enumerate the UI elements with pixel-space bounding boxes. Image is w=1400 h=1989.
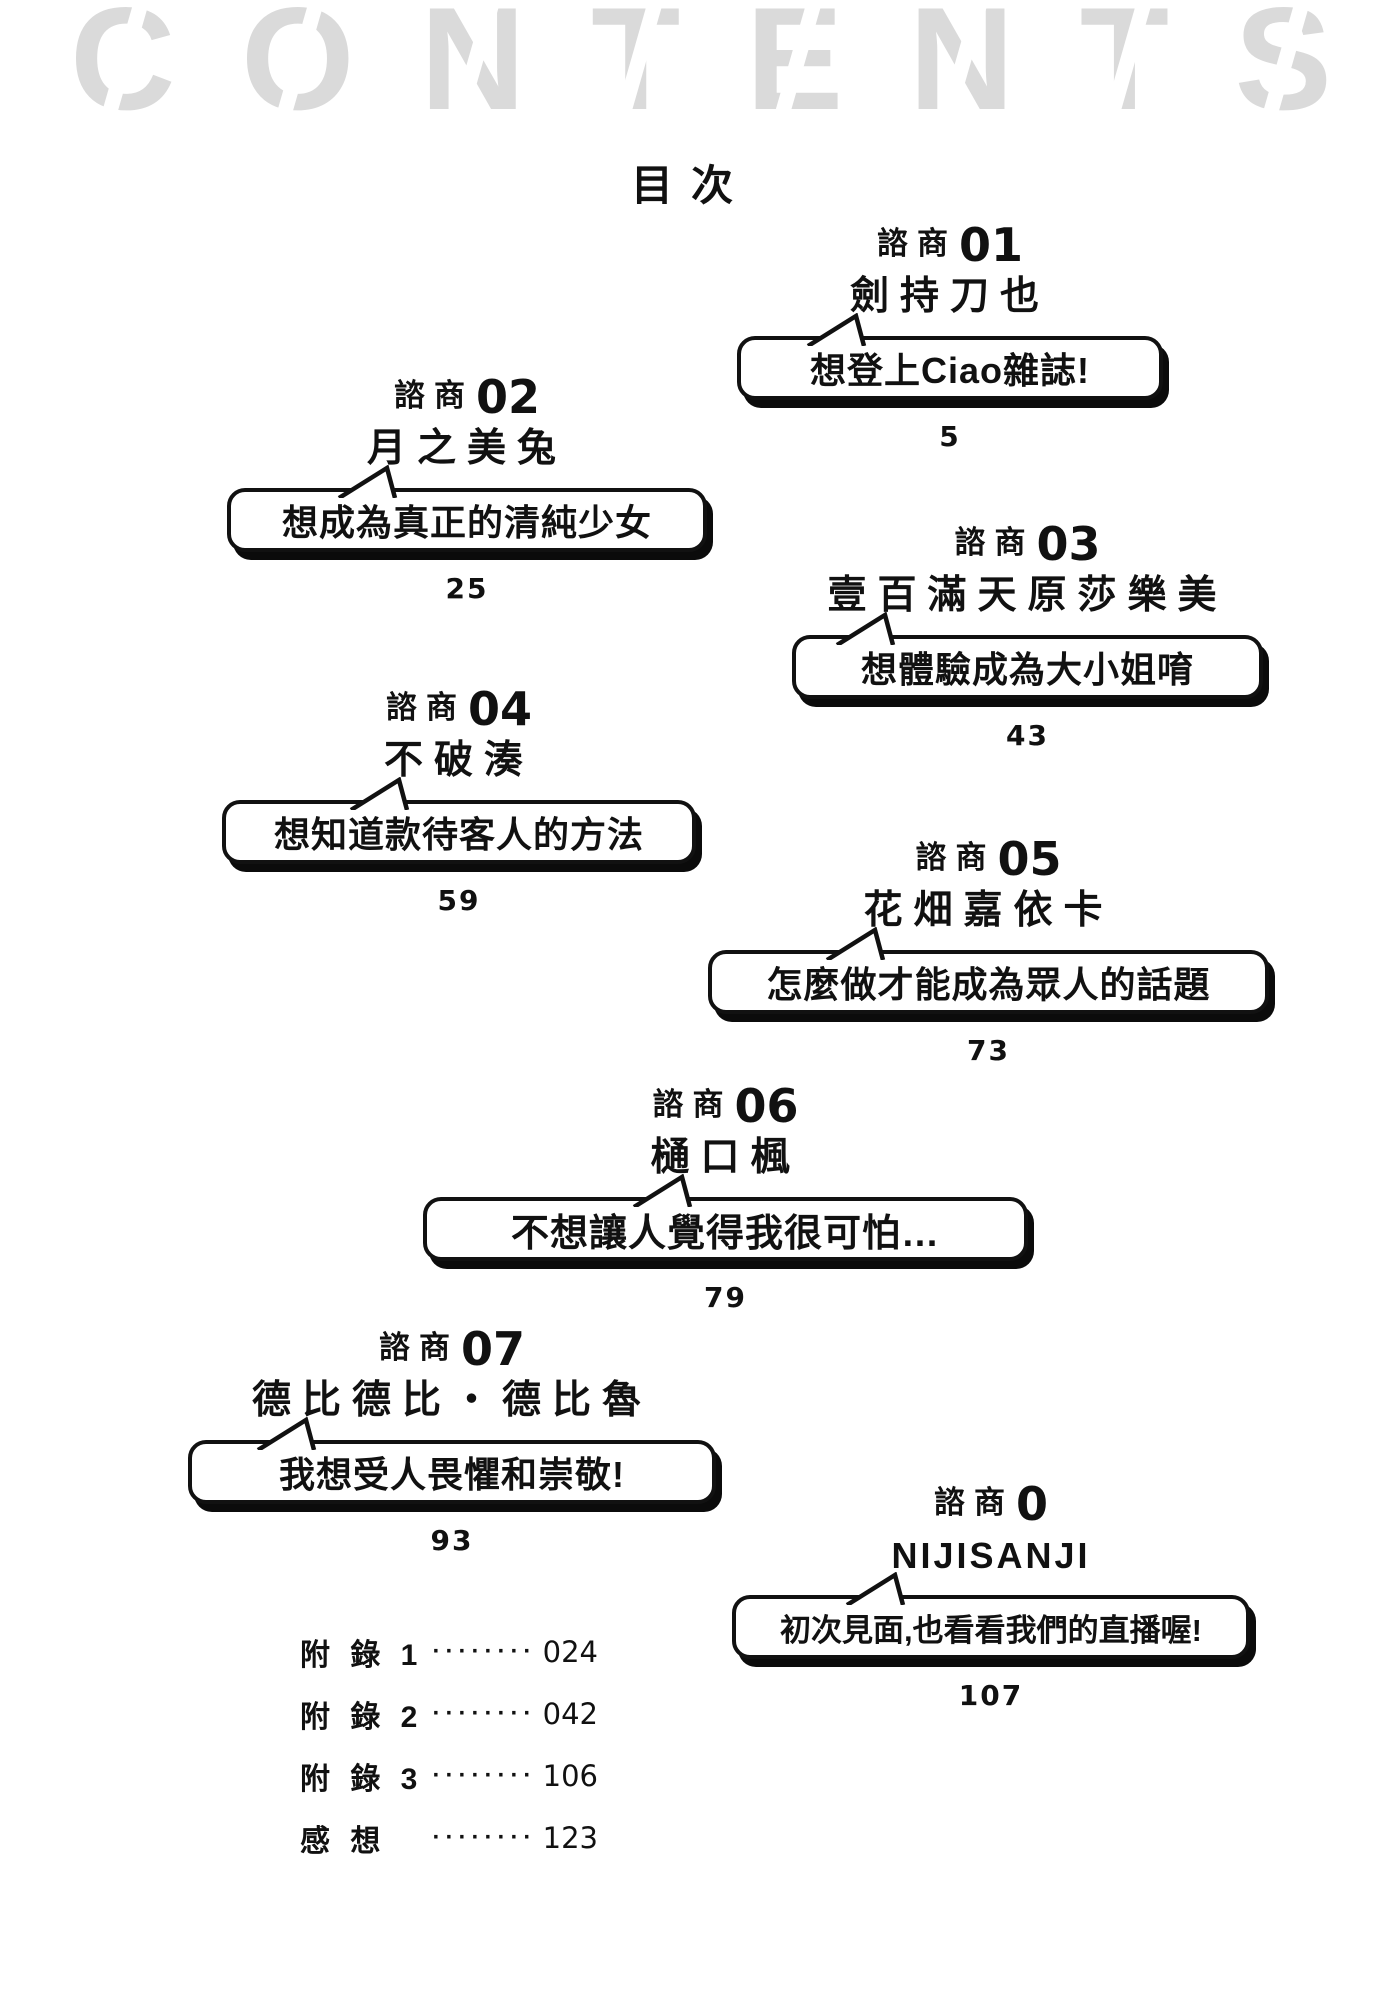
chapter-label: 諮商 05 — [907, 831, 1070, 886]
dotted-leader: ········ — [432, 1700, 537, 1727]
chapter-label: 諮商 04 — [377, 681, 540, 736]
chapter-title-bubble: 想登上Ciao雜誌! — [737, 313, 1163, 400]
watermark-letter: T — [591, 0, 681, 122]
chapter-title-bubble: 想知道款待客人的方法 — [222, 777, 696, 864]
appendix-label: 感 想 — [300, 1825, 387, 1858]
character-name: 花畑嘉依卡 — [863, 889, 1114, 932]
chapter-page-number: 79 — [704, 1281, 747, 1314]
speech-bubble-tail-icon — [337, 465, 398, 498]
chapter-entry: 諮商 02 月之美兔 想成為真正的清純少女 25 — [227, 370, 707, 605]
chapter-label-text: 諮商 — [876, 226, 957, 261]
chapter-entry: 諮商 07 德比德比・德比魯 我想受人畏懼和崇敬! 93 — [188, 1322, 716, 1557]
chapter-page-number: 73 — [967, 1034, 1010, 1067]
chapter-page-number: 5 — [939, 420, 961, 453]
chapter-entry: 諮商 04 不破湊 想知道款待客人的方法 59 — [222, 682, 696, 917]
character-name: 月之美兔 — [366, 427, 567, 470]
speech-bubble-tail-icon — [349, 777, 410, 810]
chapter-title-text: 初次見面,也看看我們的直播喔! — [780, 1612, 1202, 1648]
chapter-label-text: 諮商 — [385, 690, 466, 725]
character-name: 壹百滿天原莎樂美 — [827, 574, 1228, 617]
speech-bubble-tail-icon — [632, 1174, 693, 1207]
chapter-label: 諮商 06 — [644, 1078, 807, 1133]
chapter-label-text: 諮商 — [954, 525, 1035, 560]
chapter-entry: 諮商 03 壹百滿天原莎樂美 想體驗成為大小姐唷 43 — [792, 517, 1263, 752]
chapter-title-text: 想登上Ciao雜誌! — [809, 350, 1090, 391]
chapter-page-number: 93 — [430, 1524, 474, 1557]
watermark-letter: N — [908, 0, 1015, 122]
character-name: NIJISANJI — [891, 1535, 1091, 1576]
appendix-page-number: 123 — [542, 1821, 598, 1855]
chapter-number: 07 — [460, 1321, 525, 1376]
appendix-row: 附 錄 1 ········ 024 — [300, 1632, 598, 1672]
chapter-title-text: 想體驗成為大小姐唷 — [860, 649, 1194, 690]
chapter-page-number: 43 — [1006, 719, 1049, 752]
chapter-title-text: 怎麼做才能成為眾人的話題 — [766, 964, 1211, 1005]
character-name: 樋口楓 — [650, 1136, 801, 1179]
chapter-label-text: 諮商 — [915, 840, 996, 875]
character-name: 德比德比・德比魯 — [251, 1379, 652, 1422]
watermark-letter: N — [420, 0, 526, 122]
speech-bubble-tail-icon — [806, 313, 866, 346]
chapter-title-text: 想成為真正的清純少女 — [281, 502, 652, 543]
appendix-page-number: 106 — [542, 1759, 598, 1793]
speech-bubble-tail-icon — [825, 927, 885, 960]
chapter-label-text: 諮商 — [393, 378, 474, 413]
chapter-entry: 諮商 05 花畑嘉依卡 怎麼做才能成為眾人的話題 73 — [708, 832, 1269, 1067]
chapter-label: 諮商 01 — [868, 217, 1031, 272]
appendix-row: 感 想 ········ 123 — [300, 1818, 598, 1858]
chapter-page-number: 107 — [958, 1679, 1024, 1712]
watermark-letter: S — [1234, 0, 1332, 122]
character-name: 劍持刀也 — [849, 275, 1050, 318]
appendix-list: 附 錄 1 ········ 024 附 錄 2 ········ 042 附 … — [300, 1632, 600, 1880]
chapter-title-bubble: 想成為真正的清純少女 — [227, 465, 707, 552]
character-name: 不破湊 — [383, 739, 534, 782]
chapter-title-text: 想知道款待客人的方法 — [273, 814, 644, 855]
chapter-number: 02 — [475, 369, 540, 424]
appendix-label: 附 錄 1 — [300, 1639, 424, 1672]
appendix-page-number: 024 — [542, 1635, 598, 1669]
chapter-title-text: 不想讓人覺得我很可怕… — [510, 1212, 940, 1255]
chapter-entry: 諮商 01 劍持刀也 想登上Ciao雜誌! 5 — [737, 218, 1163, 453]
appendix-label: 附 錄 3 — [300, 1763, 424, 1796]
dotted-leader: ········ — [432, 1638, 537, 1665]
chapter-label: 諮商 0 — [925, 1476, 1056, 1531]
chapter-entry: 諮商 06 樋口楓 不想讓人覺得我很可怕… 79 — [423, 1079, 1028, 1314]
chapter-title-bubble: 怎麼做才能成為眾人的話題 — [708, 927, 1269, 1014]
dotted-leader: ········ — [432, 1762, 537, 1789]
speech-bubble-tail-icon — [257, 1417, 317, 1450]
chapter-page-number: 25 — [445, 572, 489, 605]
dotted-leader: ········ — [432, 1824, 537, 1851]
chapter-number: 0 — [1015, 1476, 1048, 1531]
speech-bubble-tail-icon — [845, 1572, 906, 1605]
chapter-title-text: 我想受人畏懼和崇敬! — [279, 1454, 625, 1495]
chapter-entry: 諮商 0 NIJISANJI 初次見面,也看看我們的直播喔! 107 — [732, 1477, 1250, 1712]
chapter-number: 05 — [997, 831, 1062, 886]
chapter-label: 諮商 02 — [385, 369, 548, 424]
chapter-label-text: 諮商 — [933, 1485, 1014, 1520]
appendix-row: 附 錄 2 ········ 042 — [300, 1694, 598, 1734]
watermark-letter: O — [241, 0, 355, 122]
chapter-number: 01 — [958, 217, 1023, 272]
chapter-number: 03 — [1036, 516, 1101, 571]
chapter-title-bubble: 我想受人畏懼和崇敬! — [188, 1417, 716, 1504]
watermark-letter: E — [745, 0, 844, 122]
appendix-row: 附 錄 3 ········ 106 — [300, 1756, 598, 1796]
chapter-page-number: 59 — [437, 884, 481, 917]
chapter-title-bubble: 初次見面,也看看我們的直播喔! — [732, 1572, 1250, 1659]
chapter-number: 06 — [734, 1078, 799, 1133]
chapter-title-bubble: 不想讓人覺得我很可怕… — [423, 1174, 1028, 1261]
watermark-letter: T — [1079, 0, 1170, 122]
appendix-label: 附 錄 2 — [300, 1701, 424, 1734]
watermark-letter: C — [70, 0, 176, 122]
chapter-label: 諮商 07 — [370, 1321, 533, 1376]
chapter-label-text: 諮商 — [652, 1087, 733, 1122]
chapter-title-bubble: 想體驗成為大小姐唷 — [792, 612, 1263, 699]
speech-bubble-tail-icon — [835, 612, 896, 645]
appendix-page-number: 042 — [542, 1697, 598, 1731]
chapter-label-text: 諮商 — [378, 1330, 459, 1365]
page-title: 目次 — [630, 162, 751, 209]
chapter-label: 諮商 03 — [946, 516, 1109, 571]
chapter-number: 04 — [467, 681, 532, 736]
